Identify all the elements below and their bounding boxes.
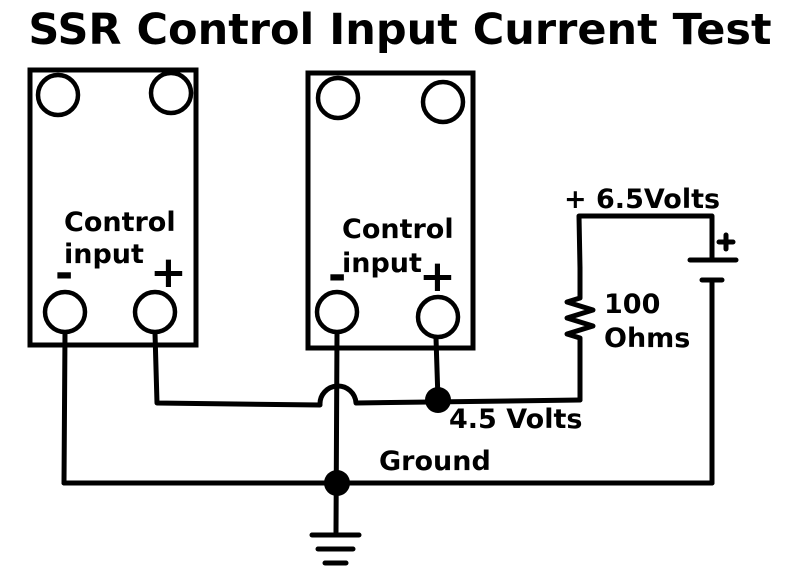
wires bbox=[61, 213, 715, 535]
supply-voltage-label: + 6.5Volts bbox=[564, 184, 720, 215]
battery-symbol bbox=[687, 232, 739, 283]
ssr-right-minus-sign: - bbox=[328, 250, 346, 301]
ssr-left-plus-sign: + bbox=[150, 247, 187, 298]
ssr-right-body bbox=[305, 70, 476, 351]
ssr-right-plus-sign: + bbox=[419, 251, 456, 302]
ssr-left-body bbox=[27, 67, 199, 348]
wire-right-minus-to-ground bbox=[333, 330, 340, 535]
resistor-label-line2: Ohms bbox=[604, 323, 690, 354]
ssr-right-label-line2: input bbox=[342, 248, 422, 279]
ssr-right-input-plus-terminal bbox=[415, 294, 461, 340]
resistor-label-line1: 100 bbox=[604, 289, 660, 320]
ssr-left-label-line1: Control bbox=[64, 207, 176, 238]
ssr-left-output-terminal-1 bbox=[35, 72, 81, 118]
junction-node-4v5 bbox=[425, 387, 451, 413]
junction-ground bbox=[324, 470, 350, 496]
ssr-left-output-terminal-2 bbox=[148, 70, 194, 116]
wire-supply-top bbox=[576, 213, 715, 271]
ssr-right-output-terminal-1 bbox=[315, 75, 361, 121]
node-voltage-label: 4.5 Volts bbox=[449, 404, 582, 435]
ssr-left: Control input - + bbox=[27, 67, 199, 348]
diagram-title: SSR Control Input Current Test bbox=[28, 5, 771, 55]
ground-label: Ground bbox=[379, 446, 491, 477]
resistor-symbol bbox=[564, 265, 596, 367]
ssr-right: Control input - + bbox=[305, 70, 476, 351]
ssr-left-label-line2: input bbox=[64, 239, 144, 270]
ssr-right-label-line1: Control bbox=[342, 214, 454, 245]
wire-left-minus-to-ground bbox=[61, 330, 68, 486]
ssr-right-output-terminal-2 bbox=[420, 79, 466, 125]
wire-left-plus-to-node bbox=[152, 330, 583, 408]
ground-symbol bbox=[309, 532, 362, 566]
ssr-left-input-plus-terminal bbox=[132, 289, 178, 335]
ssr-left-minus-sign: - bbox=[55, 248, 73, 299]
